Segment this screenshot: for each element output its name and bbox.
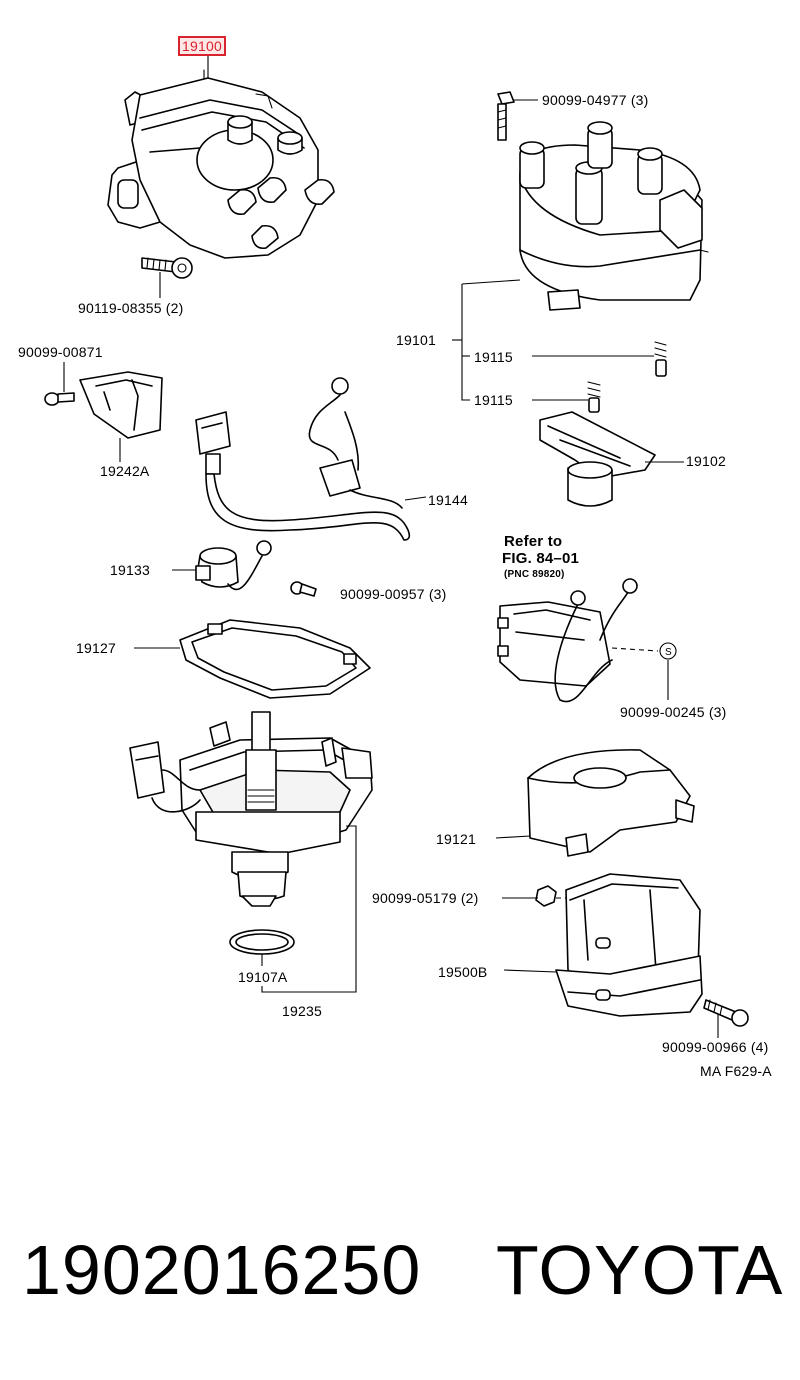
o-ring-label: 19107A (238, 969, 288, 985)
refer-pnc-label: (PNC 89820) (504, 569, 565, 580)
bolt-base-label: 90119-08355 (2) (78, 300, 184, 316)
leader-lines (207, 56, 684, 700)
housing-drawing (129, 711, 373, 993)
spring-drawings (587, 341, 667, 413)
part-number: 1902016250 (22, 1231, 422, 1309)
housing-label: 19235 (282, 1003, 322, 1019)
ignition-coil-drawing (503, 873, 703, 1017)
coil-screw-drawing (703, 999, 749, 1038)
ignitor-screw-label: 90099-00245 (3) (620, 704, 727, 720)
cover-bracket-drawing (79, 371, 163, 462)
spring-2-label: 19115 (474, 392, 513, 408)
ignitor-drawing (497, 578, 659, 703)
coil-screw-label: 90099-00966 (4) (662, 1039, 769, 1055)
refer-line1-label: Refer to (504, 533, 563, 550)
refer-line2-label: FIG. 84–01 (502, 550, 580, 567)
base-bolt-drawing (141, 257, 193, 298)
o-ring-drawing (229, 929, 295, 993)
distributor-cap-drawing (497, 91, 709, 311)
coil-nut-label: 90099-05179 (2) (372, 890, 479, 906)
condenser-drawing (172, 540, 272, 591)
condenser-label: 19133 (110, 562, 150, 578)
s-mark-label: S (665, 647, 672, 658)
rotor-drawing (539, 411, 656, 507)
gasket-drawing (134, 619, 371, 699)
s-mark-circle (659, 642, 677, 660)
bracket-screw-drawing (44, 362, 75, 406)
rotor-label: 19102 (686, 453, 726, 469)
figure-code-label: MA F629-A (700, 1063, 772, 1079)
coil-nut-drawing (502, 885, 574, 907)
cap-assy-label: 19101 (396, 332, 436, 348)
small-screw-drawing (290, 581, 317, 597)
dust-cover-drawing (495, 749, 695, 857)
assembly-label: 19100 (178, 36, 226, 56)
dust-cover-label: 19121 (436, 831, 476, 847)
cap-screw-label: 90099-04977 (3) (542, 92, 649, 108)
spring-1-label: 19115 (474, 349, 513, 365)
distributor-assembly-drawing (107, 69, 335, 259)
bracket-screw-label: 90099-00871 (18, 344, 103, 360)
cover-bracket-label: 19242A (100, 463, 150, 479)
small-screw-label: 90099-00957 (3) (340, 586, 447, 602)
wire-harness-label: 19144 (428, 492, 468, 508)
exploded-parts-diagram (44, 56, 749, 1038)
gasket-label: 19127 (76, 640, 116, 656)
wire-harness-drawing (195, 377, 427, 541)
coil-label: 19500B (438, 964, 488, 980)
brand-name: TOYOTA (496, 1231, 784, 1309)
